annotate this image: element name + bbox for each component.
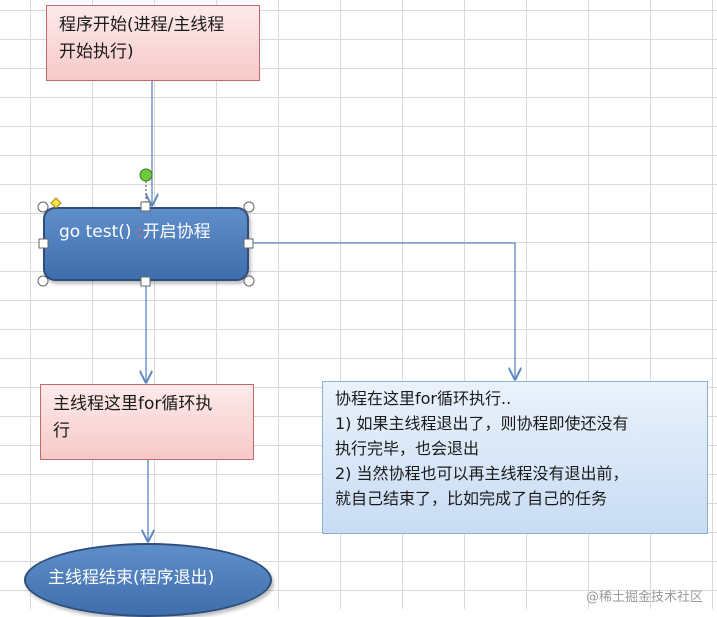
main-loop-line2: 行	[53, 421, 70, 441]
start-process-node[interactable]: 程序开始(进程/主线程 开始执行)	[46, 5, 260, 81]
main-loop-line1: 主线程这里for循环执	[53, 394, 213, 414]
resize-handle-right[interactable]	[243, 238, 254, 249]
end-node-label: 主线程结束(程序退出)	[48, 568, 215, 588]
goroutine-loop-line2: 1) 如果主线程退出了，则协程即使还没有	[335, 414, 629, 433]
resize-handle-top-right[interactable]	[243, 201, 255, 213]
start-node-line1: 程序开始(进程/主线程	[59, 15, 225, 35]
goroutine-start-text: 开启协程	[142, 222, 211, 242]
goroutine-start-node[interactable]: go test() :开启协程	[43, 207, 249, 281]
goroutine-start-label: go test() :开启协程	[59, 219, 233, 246]
goroutine-start-code: go test()	[59, 222, 132, 242]
start-node-line2: 开始执行)	[59, 42, 134, 62]
main-thread-loop-node[interactable]: 主线程这里for循环执 行	[40, 384, 254, 460]
goroutine-loop-line3: 执行完毕，也会退出	[335, 439, 480, 458]
watermark: @稀土掘金技术社区	[585, 590, 703, 605]
goroutine-loop-note[interactable]: 协程在这里for循环执行.. 1) 如果主线程退出了，则协程即使还没有 执行完毕…	[322, 381, 708, 534]
rotation-handle-icon[interactable]	[139, 168, 153, 182]
main-thread-end-node[interactable]: 主线程结束(程序退出)	[24, 543, 272, 617]
resize-handle-bottom-left[interactable]	[37, 275, 49, 287]
resize-handle-left[interactable]	[38, 238, 49, 249]
goroutine-loop-line1: 协程在这里for循环执行..	[335, 389, 512, 408]
text-cursor-mark: :	[131, 222, 143, 242]
adjust-handle-diamond-icon[interactable]	[50, 197, 62, 209]
goroutine-loop-line5: 就自己结束了，比如完成了自己的任务	[335, 489, 608, 508]
resize-handle-top-left[interactable]	[37, 201, 49, 213]
resize-handle-top[interactable]	[140, 201, 151, 212]
goroutine-loop-line4: 2) 当然协程也可以再主线程没有退出前，	[335, 464, 629, 483]
resize-handle-bottom-right[interactable]	[243, 275, 255, 287]
resize-handle-bottom[interactable]	[140, 276, 151, 287]
arrow-goroutine-to-goroutine-loop	[249, 242, 515, 379]
